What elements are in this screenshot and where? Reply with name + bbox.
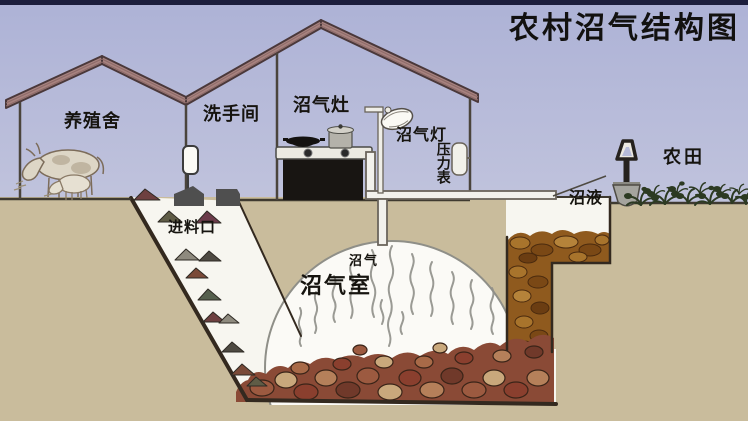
toilet-drawing [174, 145, 240, 206]
slurry-leader-line [552, 175, 607, 197]
lamp-drawing [364, 106, 414, 194]
pressure-gauge-device [451, 142, 470, 176]
label-biogas-lamp: 沼气灯 [396, 127, 448, 144]
dome-base-rocks [236, 334, 554, 402]
label-biogas-slurry: 沼液 [569, 190, 604, 207]
cattle-sketch [13, 142, 105, 200]
pit-floor-mask [120, 405, 580, 421]
gas-wisps [297, 245, 495, 347]
label-biogas-gas: 沼气 [349, 253, 380, 268]
gas-pipes [365, 151, 557, 246]
label-pressure-gauge: 压力表 [435, 142, 452, 184]
label-biogas-chamber: 沼气室 [300, 273, 373, 298]
top-bar [0, 0, 748, 5]
label-biogas-stove: 沼气灶 [293, 95, 350, 115]
label-farmland: 农田 [663, 147, 705, 167]
label-feed-inlet: 进料口 [168, 219, 217, 236]
label-breeding-house: 养殖舍 [64, 111, 121, 131]
diagram-title: 农村沼气结构图 [509, 12, 740, 45]
plants-drawing [624, 181, 748, 206]
pit-outlines [129, 195, 612, 406]
roofs [5, 19, 479, 109]
stove-drawing [275, 124, 373, 200]
slurry-fill [508, 230, 610, 355]
label-washroom: 洗手间 [203, 104, 260, 124]
feed-piles [133, 188, 268, 387]
